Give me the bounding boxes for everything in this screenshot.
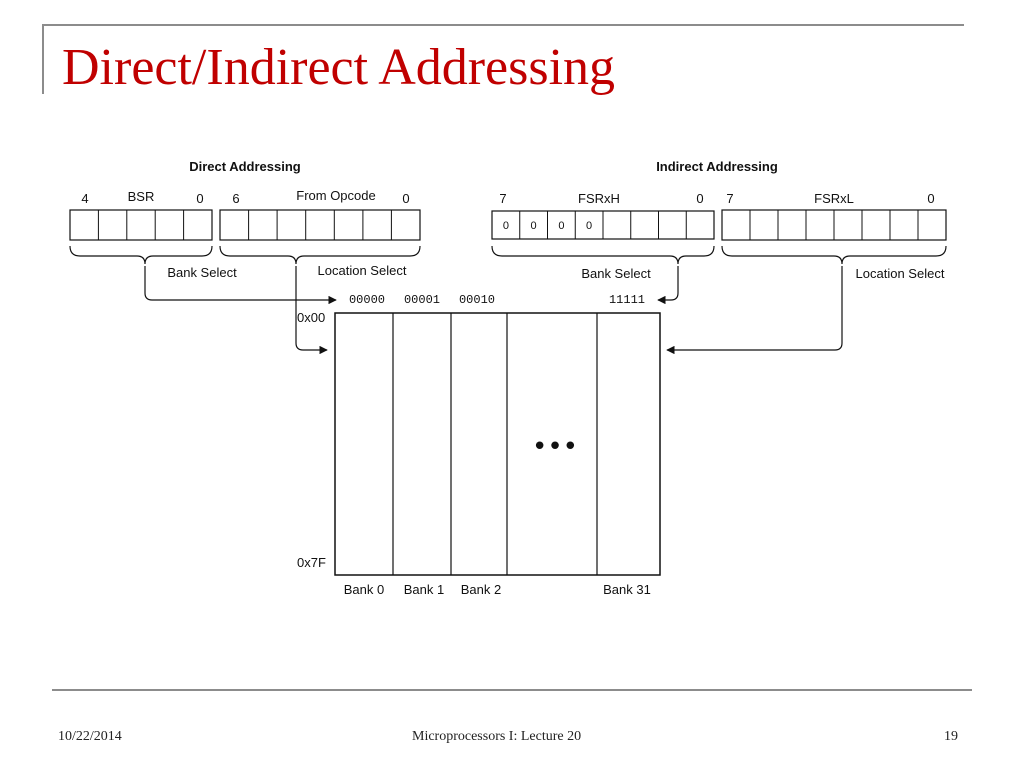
bsr-msb-label: 4 [81,191,88,206]
footer-divider [52,689,972,691]
slide-frame-top-line [44,24,964,26]
fsrxl-name-label: FSRxL [814,191,854,206]
direct-location-brace [219,245,421,265]
opcode-msb-label: 6 [232,191,239,206]
fsrxl-msb-label: 7 [726,191,733,206]
opcode-register: 6 From Opcode 0 [219,188,421,241]
data-memory-banks: ••• [334,312,661,576]
fsrxh-bit-value: 0 [531,220,537,232]
bsr-register: 4 BSR 0 [69,189,213,241]
direct-bank-select-arrow [144,266,337,305]
bank-label: Bank 1 [404,582,444,597]
fsrxh-register: 7 FSRxH 0 0 0 0 0 [491,191,715,240]
memory-block-outline [334,312,661,576]
bsr-box [69,209,213,241]
indirect-bank-select-arrow [657,266,679,305]
slide-title: Direct/Indirect Addressing [62,39,616,96]
bank-code-label: 00001 [404,293,440,307]
bank-code-label: 00000 [349,293,385,307]
fsrxl-register: 7 FSRxL 0 [721,191,947,241]
fsrxl-lsb-label: 0 [927,191,934,206]
indirect-location-select-arrow [666,266,843,355]
fsrxh-lsb-label: 0 [696,191,703,206]
more-banks-ellipsis: ••• [532,432,578,462]
bank-code-label: 11111 [609,293,645,307]
bank-label: Bank 0 [344,582,384,597]
direct-location-select-label: Location Select [318,263,407,278]
indirect-location-select-label: Location Select [856,266,945,281]
indirect-bank-brace [491,245,715,265]
fsrxh-bit-value: 0 [503,220,509,232]
slide-frame-left-line [42,24,44,94]
opcode-name-label: From Opcode [296,188,375,203]
direct-bank-brace [69,245,213,265]
page-number: 19 [944,729,958,744]
bank-code-label: 00010 [459,293,495,307]
direct-location-select-arrow [295,266,328,355]
footer-lecture-title: Microprocessors I: Lecture 20 [412,729,582,744]
opcode-lsb-label: 0 [402,191,409,206]
bank-label: Bank 2 [461,582,501,597]
indirect-bank-select-label: Bank Select [581,266,651,281]
direct-bank-select-label: Bank Select [167,265,237,280]
direct-addressing-heading: Direct Addressing [189,159,301,174]
footer-date: 10/22/2014 [58,729,122,744]
bsr-name-label: BSR [128,189,155,204]
indirect-addressing-heading: Indirect Addressing [656,159,778,174]
indirect-location-brace [721,245,947,265]
fsrxh-name-label: FSRxH [578,191,620,206]
fsrxh-bit-value: 0 [558,220,564,232]
opcode-box [219,209,421,241]
address-bottom-label: 0x7F [297,555,326,570]
fsrxh-msb-label: 7 [499,191,506,206]
address-top-label: 0x00 [297,310,325,325]
fsrxh-bit-value: 0 [586,220,592,232]
bsr-lsb-label: 0 [196,191,203,206]
bank-label: Bank 31 [603,582,651,597]
